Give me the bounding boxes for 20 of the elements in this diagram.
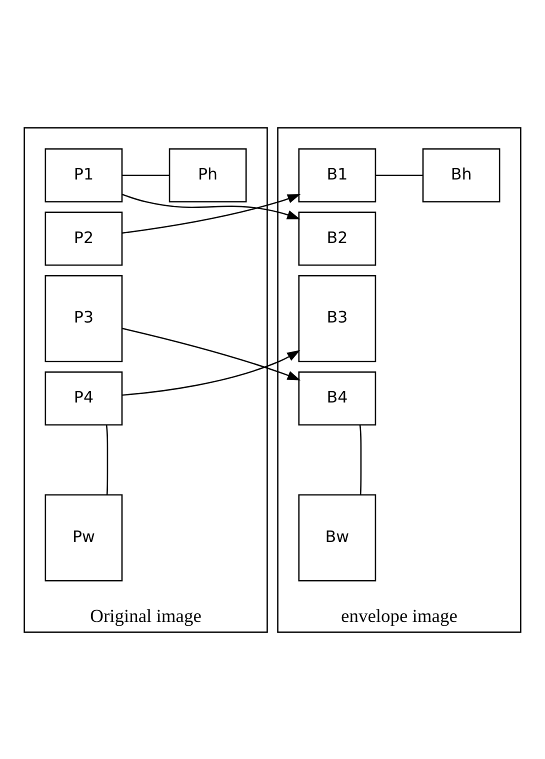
node-box: B2 bbox=[298, 211, 376, 266]
node-box: B1 bbox=[298, 148, 376, 202]
arrow bbox=[122, 193, 301, 234]
arrow bbox=[122, 350, 300, 396]
connector bbox=[376, 174, 423, 176]
arrow bbox=[122, 193, 300, 219]
node-box: P1 bbox=[44, 148, 123, 202]
node-box: P4 bbox=[44, 370, 123, 426]
node-box: Pw bbox=[44, 494, 123, 581]
node-box: Bw bbox=[298, 494, 376, 581]
connector bbox=[122, 174, 170, 176]
node-box: P3 bbox=[44, 274, 123, 362]
node-box: P2 bbox=[44, 211, 123, 266]
node-box: Bh bbox=[422, 148, 500, 202]
arrow bbox=[122, 327, 301, 380]
connector bbox=[106, 424, 108, 494]
node-box: B4 bbox=[298, 370, 376, 426]
node-box: B3 bbox=[298, 274, 376, 362]
connector bbox=[359, 424, 362, 494]
node-box: Ph bbox=[168, 148, 247, 202]
